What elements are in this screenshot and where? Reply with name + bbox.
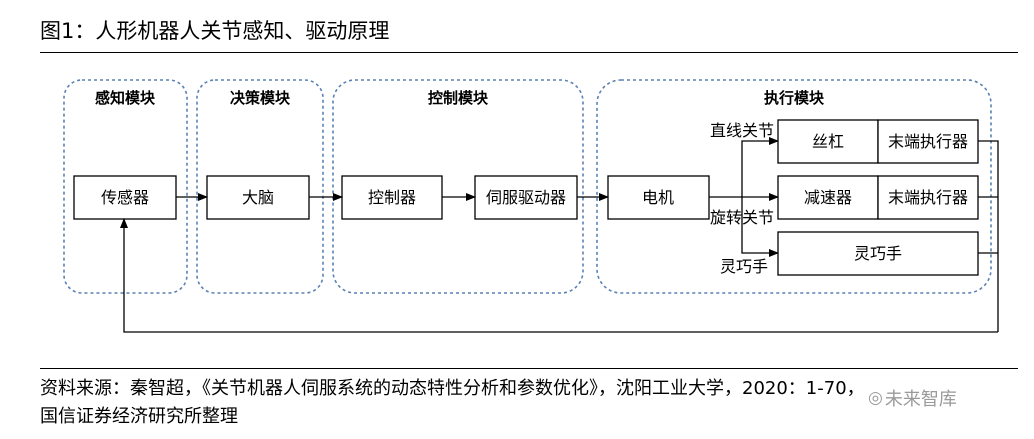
figure-title: 图1：人形机器人关节感知、驱动原理 (40, 19, 390, 43)
reducer-label: 减速器 (804, 188, 852, 207)
brain-label: 大脑 (242, 188, 274, 207)
decision-module-frame (196, 79, 324, 294)
perception-module-label: 感知模块 (95, 89, 156, 107)
execution-module-frame (596, 79, 992, 294)
perception-module-frame (63, 79, 188, 294)
bottom-rule (40, 368, 1018, 369)
dexterous-hand-node-label: 灵巧手 (854, 244, 902, 263)
watermark: ◎ 未来智库 (868, 385, 957, 411)
rotary-joint-label: 旋转关节 (710, 208, 774, 227)
diagram: 感知模块 决策模块 控制模块 执行模块 传感器 大脑 控制器 伺服驱动器 电机 … (63, 79, 999, 333)
watermark-text: 未来智库 (884, 389, 957, 410)
dexterous-hand-box (777, 231, 979, 276)
dexterous-hand-edge-label: 灵巧手 (720, 257, 768, 276)
end-effector-1-box (877, 119, 979, 164)
feedback-line-1 (978, 140, 999, 332)
camera-icon: ◎ (868, 388, 883, 408)
arrow-motor-to-dexterous-hand (741, 197, 779, 257)
controller-box (341, 175, 443, 220)
arrow-motor-to-lead-screw (741, 137, 779, 197)
execution-module-label: 执行模块 (764, 89, 825, 107)
end-effector-2-box (877, 175, 979, 220)
feedback-arrow-to-sensor (120, 218, 998, 333)
controller-label: 控制器 (368, 188, 416, 207)
end-effector-1-label: 末端执行器 (888, 132, 968, 151)
motor-box (607, 175, 710, 220)
sensor-box (73, 175, 177, 220)
brain-box (206, 175, 310, 220)
source-line-1: 资料来源：秦智超，《关节机器人伺服系统的动态特性分析和参数优化》，沈阳工业大学，… (40, 378, 865, 399)
decision-module-label: 决策模块 (230, 89, 291, 107)
control-module-label: 控制模块 (428, 89, 489, 107)
source-line-2: 国信证券经济研究所整理 (40, 406, 238, 427)
lead-screw-label: 丝杠 (812, 132, 844, 151)
top-rule (40, 52, 1018, 53)
end-effector-2-label: 末端执行器 (888, 188, 968, 207)
sensor-label: 传感器 (101, 188, 149, 207)
control-module-frame (332, 79, 584, 294)
servo-driver-box (474, 175, 578, 220)
motor-label: 电机 (642, 188, 674, 207)
servo-driver-label: 伺服驱动器 (486, 188, 566, 207)
linear-joint-label: 直线关节 (710, 121, 774, 140)
